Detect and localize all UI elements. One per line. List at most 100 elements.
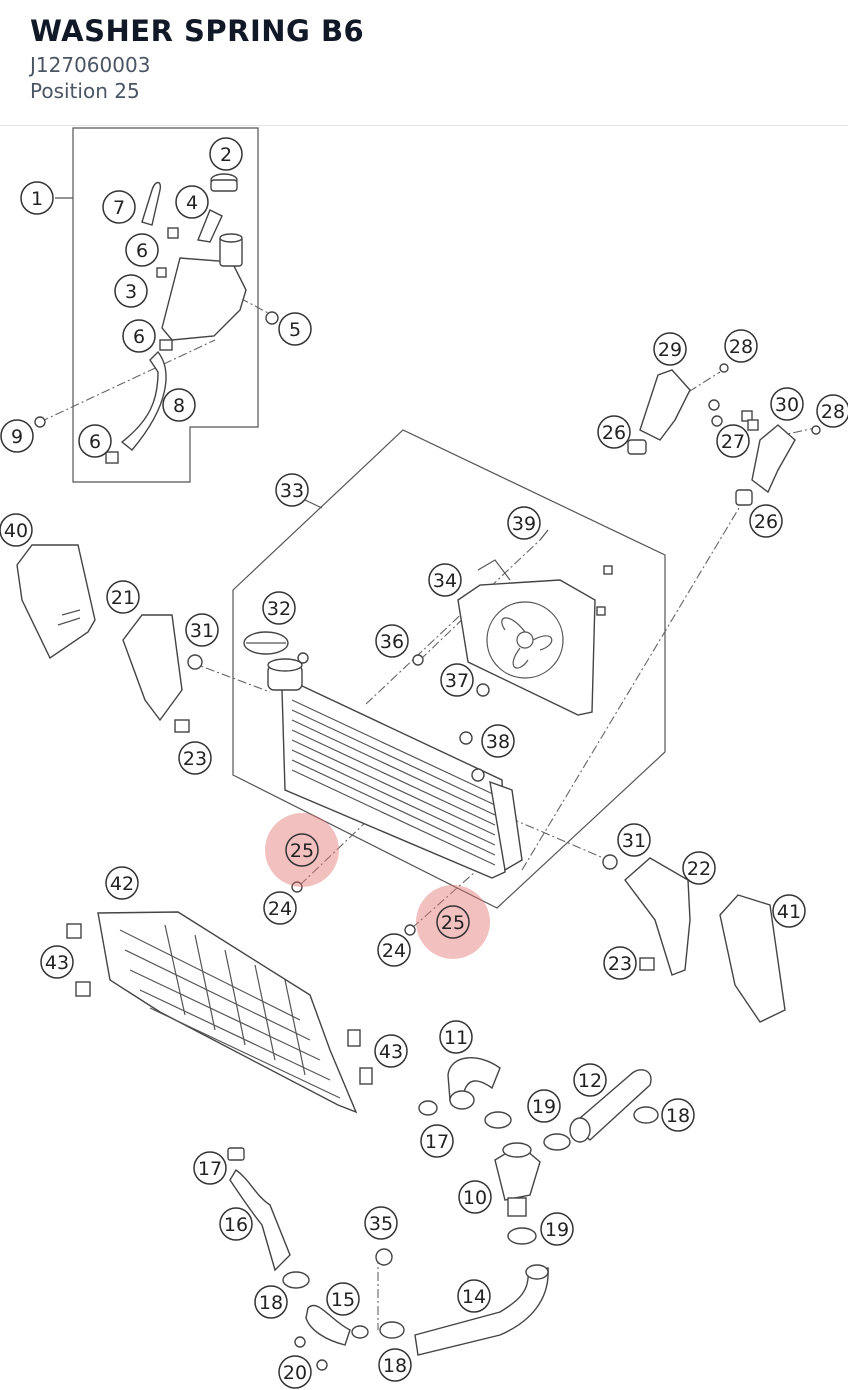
callout-text: 28 — [729, 336, 753, 358]
leader-lines — [39, 297, 816, 1330]
callout-24[interactable]: 24 — [263, 891, 297, 925]
callout-text: 11 — [444, 1027, 468, 1049]
callout-text: 31 — [622, 830, 646, 852]
callout-text: 1 — [31, 188, 43, 210]
callout-31[interactable]: 31 — [617, 823, 651, 857]
part-number: J127060003 — [30, 53, 151, 77]
callout-31[interactable]: 31 — [185, 613, 219, 647]
callout-6[interactable]: 6 — [122, 319, 156, 353]
callout-17[interactable]: 17 — [420, 1124, 454, 1158]
callout-17[interactable]: 17 — [193, 1151, 227, 1185]
part-title: WASHER SPRING B6 — [30, 14, 365, 48]
callout-text: 37 — [445, 670, 469, 692]
callout-39[interactable]: 39 — [507, 506, 541, 540]
callout-29[interactable]: 29 — [653, 332, 687, 366]
callout-24[interactable]: 24 — [377, 933, 411, 967]
highlight-position-25-b — [416, 885, 490, 959]
callout-2[interactable]: 2 — [209, 137, 243, 171]
callout-text: 24 — [382, 940, 406, 962]
callout-14[interactable]: 14 — [457, 1279, 491, 1313]
callout-text: 28 — [821, 401, 845, 423]
callout-8[interactable]: 8 — [162, 388, 196, 422]
callout-text: 41 — [777, 901, 801, 923]
callout-text: 20 — [283, 1362, 307, 1384]
callout-7[interactable]: 7 — [102, 190, 136, 224]
callout-text: 43 — [45, 952, 69, 974]
callout-text: 9 — [11, 426, 23, 448]
callout-text: 2 — [220, 144, 232, 166]
callout-text: 32 — [267, 598, 291, 620]
callout-text: 21 — [111, 587, 135, 609]
callout-26[interactable]: 26 — [749, 504, 783, 538]
callout-text: 3 — [125, 281, 137, 303]
callout-4[interactable]: 4 — [175, 185, 209, 219]
callout-34[interactable]: 34 — [428, 563, 462, 597]
callout-32[interactable]: 32 — [262, 591, 296, 625]
callout-text: 34 — [433, 570, 457, 592]
callout-text: 42 — [110, 873, 134, 895]
callout-text: 5 — [289, 319, 301, 341]
callout-text: 23 — [183, 748, 207, 770]
callout-3[interactable]: 3 — [114, 274, 148, 308]
bracket-parts — [627, 363, 821, 506]
callout-28[interactable]: 28 — [816, 394, 848, 428]
callout-9[interactable]: 9 — [0, 419, 34, 453]
callout-21[interactable]: 21 — [106, 580, 140, 614]
callout-26[interactable]: 26 — [597, 415, 631, 449]
callout-41[interactable]: 41 — [772, 894, 806, 928]
callout-19[interactable]: 19 — [540, 1212, 574, 1246]
callout-25[interactable]: 25 — [285, 833, 319, 867]
callout-20[interactable]: 20 — [278, 1355, 312, 1389]
highlight-position-25-a — [265, 813, 339, 887]
callout-33[interactable]: 33 — [275, 473, 309, 507]
callout-11[interactable]: 11 — [439, 1020, 473, 1054]
callout-text: 19 — [545, 1219, 569, 1241]
callout-text: 15 — [331, 1289, 355, 1311]
callout-30[interactable]: 30 — [770, 387, 804, 421]
callout-text: 17 — [425, 1131, 449, 1153]
callout-text: 18 — [383, 1355, 407, 1377]
callout-text: 31 — [190, 620, 214, 642]
callout-40[interactable]: 40 — [0, 513, 33, 547]
callout-27[interactable]: 27 — [716, 424, 750, 458]
callout-23[interactable]: 23 — [603, 946, 637, 980]
radiator-group-frame — [232, 429, 666, 909]
callout-text: 40 — [4, 520, 28, 542]
callout-15[interactable]: 15 — [326, 1282, 360, 1316]
callout-35[interactable]: 35 — [364, 1206, 398, 1240]
callout-6[interactable]: 6 — [125, 233, 159, 267]
callout-text: 43 — [379, 1041, 403, 1063]
callout-text: 29 — [658, 339, 682, 361]
callout-1[interactable]: 1 — [20, 181, 54, 215]
callout-16[interactable]: 16 — [219, 1207, 253, 1241]
callout-text: 22 — [687, 858, 711, 880]
expansion-tank-parts — [34, 173, 279, 464]
callout-10[interactable]: 10 — [458, 1180, 492, 1214]
callout-text: 35 — [369, 1213, 393, 1235]
callout-5[interactable]: 5 — [278, 312, 312, 346]
callout-text: 38 — [486, 731, 510, 753]
callout-text: 6 — [133, 326, 145, 348]
callout-23[interactable]: 23 — [178, 741, 212, 775]
callout-text: 4 — [186, 192, 198, 214]
callout-18[interactable]: 18 — [378, 1348, 412, 1382]
callout-18[interactable]: 18 — [661, 1098, 695, 1132]
callout-38[interactable]: 38 — [481, 724, 515, 758]
callout-text: 24 — [268, 898, 292, 920]
callout-22[interactable]: 22 — [682, 851, 716, 885]
callout-28[interactable]: 28 — [724, 329, 758, 363]
shroud-parts — [16, 544, 786, 1023]
expansion-tank-group-frame — [72, 127, 259, 483]
callout-text: 26 — [602, 422, 626, 444]
callout-text: 25 — [290, 840, 314, 862]
callout-36[interactable]: 36 — [375, 624, 409, 658]
callout-19[interactable]: 19 — [527, 1089, 561, 1123]
callout-42[interactable]: 42 — [105, 866, 139, 900]
callout-43[interactable]: 43 — [40, 945, 74, 979]
callout-37[interactable]: 37 — [440, 663, 474, 697]
callout-25[interactable]: 25 — [436, 905, 470, 939]
callout-43[interactable]: 43 — [374, 1034, 408, 1068]
callout-6[interactable]: 6 — [78, 424, 112, 458]
callout-18[interactable]: 18 — [254, 1285, 288, 1319]
callout-12[interactable]: 12 — [573, 1063, 607, 1097]
